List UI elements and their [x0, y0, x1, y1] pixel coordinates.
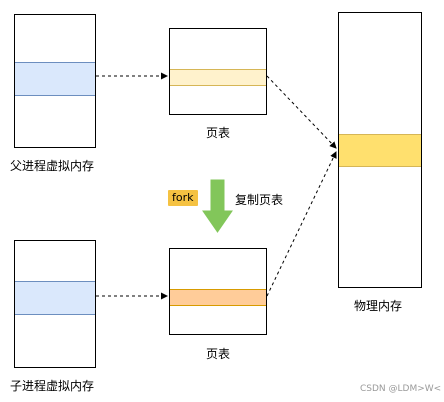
physical-memory-label: 物理内存	[354, 299, 403, 313]
copy-down-arrow-icon	[202, 179, 233, 233]
child-virtual-memory-label: 子进程虚拟内存	[10, 379, 95, 393]
top-page-table-to-physical-arrow	[266, 75, 337, 149]
bottom-page-table-to-physical-arrow	[266, 151, 337, 297]
copy-page-table-label: 复制页表	[235, 193, 284, 207]
parent-page-table-label: 页表	[206, 126, 231, 140]
parent-virtual-memory-label: 父进程虚拟内存	[10, 159, 95, 173]
physical-memory-shared-page	[339, 134, 421, 167]
parent-page-table-box	[169, 28, 267, 115]
watermark: CSDN @LDM>W<	[360, 384, 442, 394]
child-page-table-label: 页表	[206, 347, 231, 361]
fork-tag: fork	[168, 190, 198, 206]
child-page-table-box	[169, 248, 267, 335]
physical-memory-box	[338, 12, 422, 288]
child-memory-mapped-region	[15, 281, 95, 315]
parent-virtual-memory-box	[14, 14, 96, 148]
child-page-table-entry	[170, 289, 266, 306]
child-virtual-memory-box	[14, 240, 96, 368]
parent-memory-mapped-region	[15, 62, 95, 96]
parent-page-table-entry	[170, 69, 266, 86]
